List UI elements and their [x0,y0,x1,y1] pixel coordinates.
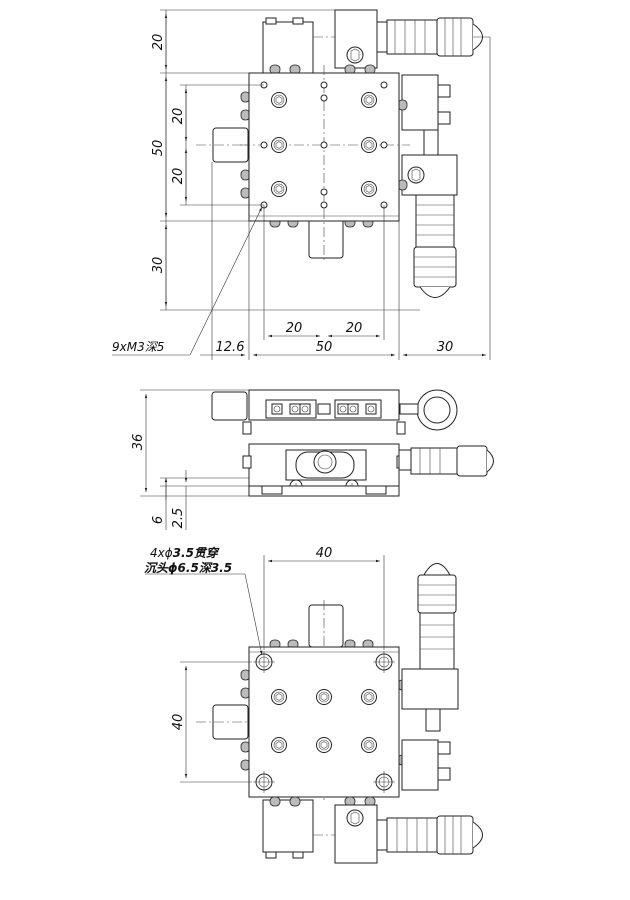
dim-side-height-gap: 2.5 [171,508,186,529]
callout-through-holes: 4xϕ3.5贯穿 [150,546,220,560]
callout-counterbore: 沉头ϕ6.5深3.5 [144,561,232,575]
bottom-view: 40 40 4xϕ3.5贯穿 沉头ϕ6.5深3.5 [144,546,483,864]
dim-height-bottom: 30 [151,257,166,274]
dim-holes-height: 40 [171,714,186,731]
dim-offset-left: 12.6 [216,340,245,355]
dim-height-top: 20 [151,34,166,51]
dim-width-main: 50 [316,340,333,355]
micrometer-right [413,194,457,298]
dim-width-left-20: 20 [286,321,303,336]
top-view-dimensions [112,9,491,360]
dim-side-height-total: 36 [131,434,146,451]
bottom-micrometer-bottom [313,804,483,864]
bottom-stage-table [248,646,400,798]
dim-width-right: 30 [437,340,454,355]
side-view: 36 6 2.5 [131,389,494,530]
dim-holes-width: 40 [316,546,333,561]
top-view: 20 50 30 20 20 20 20 12.6 50 30 9xM3深5 [112,9,491,360]
dim-height-mid: 50 [151,140,166,157]
micrometer-top [313,9,483,69]
bottom-micrometer-right [401,563,459,732]
dim-inner-upper: 20 [171,108,186,125]
bottom-knob [308,217,344,259]
callout-m3-holes: 9xM3深5 [112,340,164,354]
dim-inner-lower: 20 [171,168,186,185]
upper-carriage-block [262,21,314,75]
dim-width-right-20: 20 [346,321,363,336]
dim-side-height-base: 6 [151,516,166,524]
